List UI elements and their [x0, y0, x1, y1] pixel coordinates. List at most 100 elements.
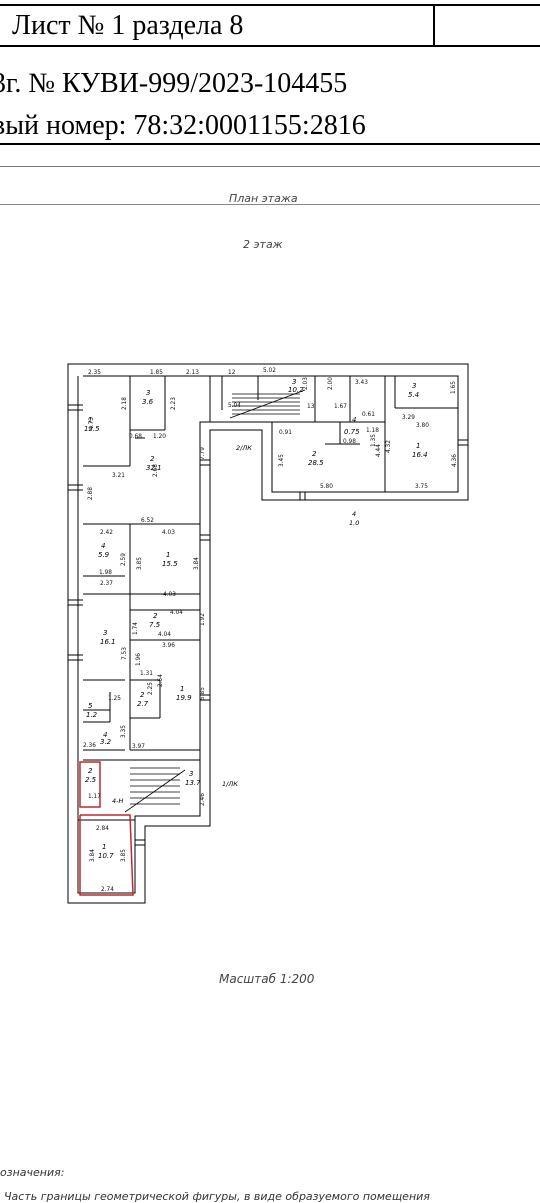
dimension-label: 1.96	[136, 653, 142, 666]
dimension-label: 1.18	[366, 428, 379, 434]
room-number: 3	[146, 389, 150, 397]
dimension-label: 1.20	[153, 434, 166, 440]
room-number: 4	[103, 731, 107, 739]
dimension-label: 12	[228, 370, 236, 376]
dimension-label: 1.74	[133, 622, 139, 635]
dimension-label: 5.80	[320, 484, 333, 490]
dimension-label: 4.04	[170, 610, 183, 616]
room-area: 3.6	[142, 398, 154, 406]
dimension-label: 3.84	[90, 849, 96, 862]
dimension-label: 3.29	[402, 415, 415, 421]
dimension-label: 3.21	[112, 473, 125, 479]
plan-title-rule	[0, 204, 540, 205]
legend-heading: означения:	[0, 1166, 65, 1179]
room-area: 3.2	[100, 738, 112, 746]
dimension-label: 2.13	[186, 370, 199, 376]
room-number: 2	[150, 455, 155, 463]
dimension-label: 2.37	[100, 581, 113, 587]
room-area: 19.9	[176, 694, 192, 702]
dimension-label: 1.85	[150, 370, 163, 376]
room-area: 10.2	[288, 386, 304, 394]
dimension-label: 1.98	[99, 570, 112, 576]
dimension-label: 2.68	[153, 464, 159, 477]
room-number: 2	[140, 691, 145, 699]
dimension-label: 6.52	[141, 518, 154, 524]
room-number: 3	[103, 629, 107, 637]
dimension-label: 3.96	[162, 643, 175, 649]
room-area: 32.1	[146, 464, 162, 472]
dimension-label: 2.84	[96, 826, 109, 832]
room-number: 2	[153, 612, 158, 620]
dimension-label: 2.88	[88, 487, 94, 500]
floor-label: 2 этаж	[243, 238, 283, 251]
header-divider	[433, 4, 435, 46]
special-labels: 2/ЛК 1/ЛК 4-Н 4 1.0	[112, 444, 359, 805]
dimension-label: 4.73	[89, 417, 95, 430]
dimension-label: 2.23	[171, 397, 177, 410]
room-number: 5	[88, 702, 93, 710]
dimension-label: 4.03	[162, 530, 175, 536]
dimension-label: 1.65	[451, 381, 457, 394]
room-area: 13.7	[185, 779, 201, 787]
dimension-label: 1.92	[200, 613, 206, 626]
dimension-label: 0.91	[279, 430, 292, 436]
dimension-label: 2.36	[83, 743, 96, 749]
room-area: 2.7	[137, 700, 149, 708]
dimension-label: 2.42	[100, 530, 113, 536]
outer-wall	[67, 363, 469, 904]
room-area: 28.5	[308, 459, 324, 467]
header-top-rule	[0, 4, 540, 6]
room-area: 0.75	[344, 428, 360, 436]
dimension-label: 1.25	[108, 696, 121, 702]
floor-plan: 1 1 2.5 3 3.6 2 32.1 3 10.2 2 28.5 4 0.75…	[67, 363, 469, 904]
dimension-label: 2.03	[303, 377, 309, 390]
dimension-label: 2.18	[122, 397, 128, 410]
dimension-label: 0.61	[362, 412, 375, 418]
dimension-label: 3.75	[415, 484, 428, 490]
dimension-label: 5.04	[228, 403, 241, 409]
outer-wall-inner	[77, 375, 459, 894]
dimension-label: 5.02	[263, 368, 276, 374]
room-number: 4	[101, 542, 105, 550]
dimension-label: 2.46	[200, 793, 206, 806]
dimension-label: 7.53	[122, 647, 128, 660]
dimension-label: 0.68	[129, 434, 142, 440]
room-area: 10.7	[98, 852, 114, 860]
room-area: 5.9	[98, 551, 110, 559]
dimension-label: 2.25	[148, 682, 154, 695]
plan-walls	[67, 363, 469, 904]
corridor-label: 4	[352, 510, 356, 518]
stair-label-bottom: 1/ЛК	[222, 780, 238, 788]
room-area: 15.5	[162, 560, 178, 568]
legend-line: Часть границы геометрической фигуры, в в…	[4, 1190, 430, 1203]
corridor-area: 1.0	[349, 519, 359, 527]
dimension-label: 3.84	[194, 557, 200, 570]
room-area: 5.4	[408, 391, 419, 399]
room-number: 1	[416, 442, 420, 450]
room-area: 16.4	[412, 451, 428, 459]
room-area: 2.5	[85, 776, 97, 784]
dimension-label: 3.85	[137, 557, 143, 570]
dimension-label: 3.45	[279, 454, 285, 467]
room-number: 1	[102, 843, 106, 851]
dimension-label: 2.74	[101, 887, 114, 893]
dimension-label: 4.03	[163, 592, 176, 598]
room-number: 4	[352, 416, 356, 424]
stair-label-top: 2/ЛК	[236, 444, 252, 452]
dimension-label: 4.44	[376, 444, 382, 457]
dimension-label: 1.17	[88, 794, 101, 800]
room-area: 1.2	[86, 711, 98, 719]
room-area: 16.1	[100, 638, 116, 646]
stairs-bottom	[124, 767, 186, 813]
plan-title: План этажа	[229, 192, 298, 205]
dimension-label: 1.31	[140, 671, 153, 677]
dimension-label: 3.80	[416, 423, 429, 429]
dimension-label: 1.35	[371, 434, 377, 447]
dimension-label: 13	[307, 404, 315, 410]
registration-number: 3г. № КУВИ-999/2023-104455	[0, 68, 348, 99]
cadastral-number: вый номер: 78:32:0001155:2816	[0, 110, 366, 141]
dimension-label: 3.85	[121, 849, 127, 862]
dimension-label: 2.00	[328, 377, 334, 390]
dimension-label: 4.04	[158, 632, 171, 638]
